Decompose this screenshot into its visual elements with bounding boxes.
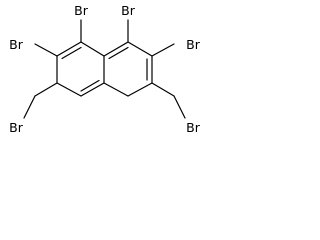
double-bond-left-upper xyxy=(61,46,82,60)
hexabromonaphthalene-structure: Br Br Br Br Br Br xyxy=(9,3,201,135)
atom-label-br-upper-right: Br xyxy=(186,37,201,52)
atom-label-br-lower-left: Br xyxy=(9,120,24,135)
double-bond-right-upper xyxy=(108,46,129,60)
bond-c8-c8a xyxy=(80,41,105,57)
bond-c4a-c5 xyxy=(80,82,105,97)
bond-c3-c4 xyxy=(127,82,153,97)
bond-c2-br xyxy=(151,43,175,57)
bond-c7-br xyxy=(34,43,58,57)
atom-label-br-top-right: Br xyxy=(121,3,136,18)
bond-c5-c6 xyxy=(56,82,82,97)
atom-label-br-top-left: Br xyxy=(74,3,89,18)
bond-c7-c8 xyxy=(56,41,82,57)
atom-label-br-upper-left: Br xyxy=(9,37,24,52)
double-bond-left-lower xyxy=(80,79,100,92)
bond-c8a-c1 xyxy=(103,41,129,57)
atom-label-br-lower-right: Br xyxy=(186,120,201,135)
bond-c4-c4a xyxy=(103,82,129,97)
bond-c3-br xyxy=(151,82,175,97)
bond-c1-c2 xyxy=(127,41,153,57)
bond-c6-br xyxy=(34,82,58,97)
